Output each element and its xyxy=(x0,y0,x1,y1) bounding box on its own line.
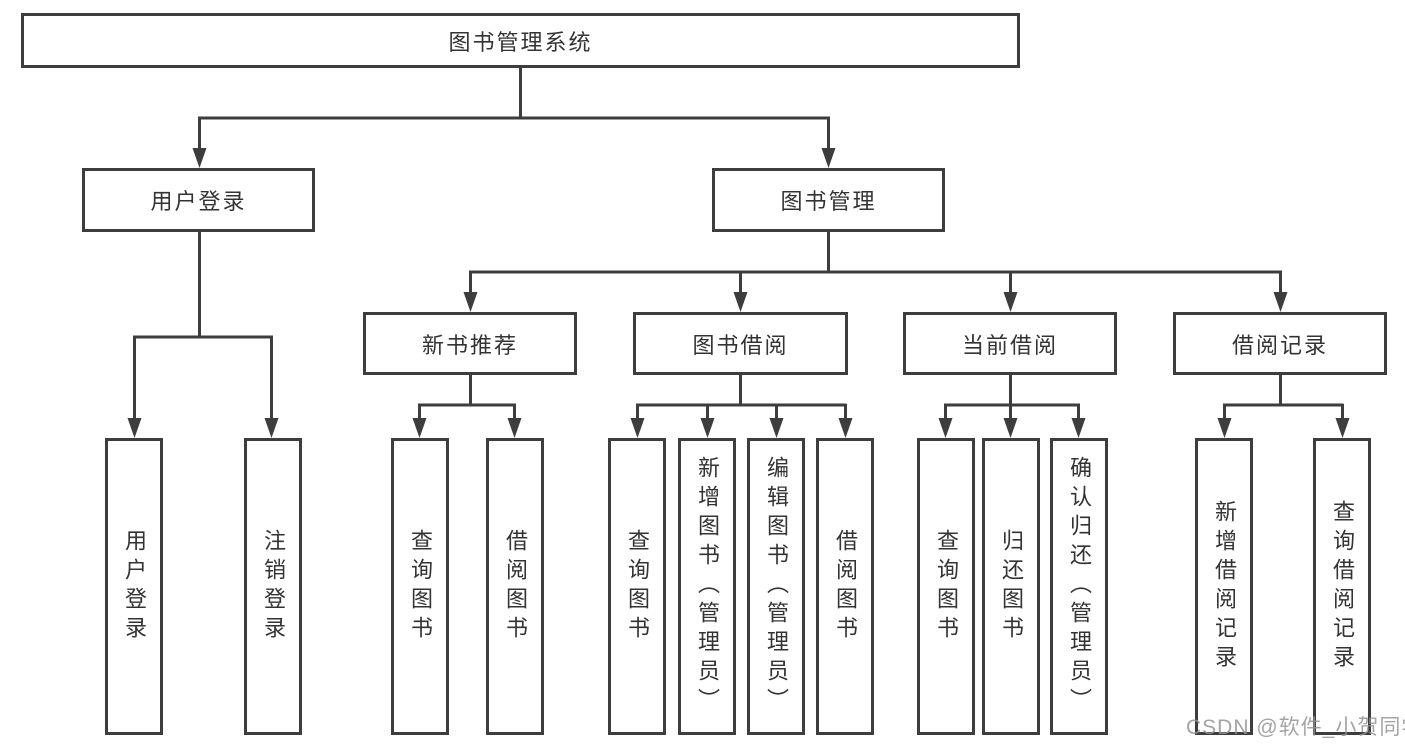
leaf-query-borrowing-record: 查询借阅记录 xyxy=(1313,438,1371,735)
arrowhead-icon xyxy=(838,418,853,438)
arrowhead-icon xyxy=(1335,418,1350,438)
arrowhead-icon xyxy=(463,292,478,312)
arrowhead-icon xyxy=(733,292,748,312)
leaf-confirm-return-admin-label: 确认归还（管理员） xyxy=(1067,456,1092,717)
arrowhead-icon xyxy=(1071,418,1086,438)
arrowhead-icon xyxy=(1003,292,1018,312)
arrowhead-icon xyxy=(1273,292,1288,312)
leaf-borrow-books-recommend-label: 借阅图书 xyxy=(503,528,528,645)
leaf-query-borrowing-record-label: 查询借阅记录 xyxy=(1330,499,1355,674)
leaf-query-books-borrowing-label: 查询图书 xyxy=(625,528,650,645)
arrowhead-icon xyxy=(412,418,427,438)
node-book-management: 图书管理 xyxy=(712,168,945,232)
node-root: 图书管理系统 xyxy=(21,13,1020,68)
leaf-add-borrowing-record-label: 新增借阅记录 xyxy=(1212,499,1237,674)
leaf-logout: 注销登录 xyxy=(244,438,302,735)
leaf-query-books-current: 查询图书 xyxy=(917,438,975,735)
leaf-query-books-current-label: 查询图书 xyxy=(934,528,959,645)
leaf-query-books-recommend: 查询图书 xyxy=(391,438,449,735)
arrowhead-icon xyxy=(1003,418,1018,438)
node-user-login: 用户登录 xyxy=(82,168,315,232)
csdn-watermark: CSDN @软件_小贺同学 xyxy=(1186,716,1405,739)
leaf-confirm-return-admin: 确认归还（管理员） xyxy=(1050,438,1108,735)
node-book-borrowing: 图书借阅 xyxy=(633,312,848,375)
leaf-add-books-admin: 新增图书（管理员） xyxy=(678,438,736,735)
arrowhead-icon xyxy=(700,418,715,438)
leaf-edit-books-admin: 编辑图书（管理员） xyxy=(747,438,805,735)
leaf-return-books: 归还图书 xyxy=(982,438,1040,735)
node-current-borrowing: 当前借阅 xyxy=(903,312,1117,375)
leaf-user-login-label: 用户登录 xyxy=(122,528,147,645)
leaf-logout-label: 注销登录 xyxy=(261,528,286,645)
arrowhead-icon xyxy=(192,148,207,168)
leaf-query-books-recommend-label: 查询图书 xyxy=(408,528,433,645)
tree-lines xyxy=(133,66,1344,420)
arrowhead-icon xyxy=(821,148,836,168)
node-user-login-label: 用户登录 xyxy=(150,189,247,214)
arrowhead-icon xyxy=(938,418,953,438)
leaf-borrow-books-borrowing: 借阅图书 xyxy=(816,438,874,735)
node-current-borrowing-label: 当前借阅 xyxy=(961,332,1058,358)
node-borrowing-records-label: 借阅记录 xyxy=(1231,332,1328,358)
node-book-management-label: 图书管理 xyxy=(780,189,877,214)
leaf-return-books-label: 归还图书 xyxy=(999,528,1024,645)
leaf-edit-books-admin-label: 编辑图书（管理员） xyxy=(764,456,789,717)
arrowhead-icon xyxy=(769,418,784,438)
arrowhead-icon xyxy=(127,418,142,438)
leaf-query-books-borrowing: 查询图书 xyxy=(608,438,666,735)
arrowhead-icon xyxy=(1217,418,1232,438)
leaf-add-borrowing-record: 新增借阅记录 xyxy=(1195,438,1253,735)
node-new-book-recommendation: 新书推荐 xyxy=(363,312,577,375)
node-borrowing-records: 借阅记录 xyxy=(1173,312,1387,375)
arrowheads xyxy=(127,148,1350,438)
arrowhead-icon xyxy=(630,418,645,438)
leaf-user-login: 用户登录 xyxy=(105,438,163,735)
node-new-book-recommendation-label: 新书推荐 xyxy=(421,332,518,358)
node-root-label: 图书管理系统 xyxy=(448,29,593,55)
arrowhead-icon xyxy=(264,418,279,438)
leaf-borrow-books-recommend: 借阅图书 xyxy=(486,438,544,735)
leaf-add-books-admin-label: 新增图书（管理员） xyxy=(695,456,720,717)
arrowhead-icon xyxy=(507,418,522,438)
leaf-borrow-books-borrowing-label: 借阅图书 xyxy=(833,528,858,645)
node-book-borrowing-label: 图书借阅 xyxy=(692,332,789,358)
